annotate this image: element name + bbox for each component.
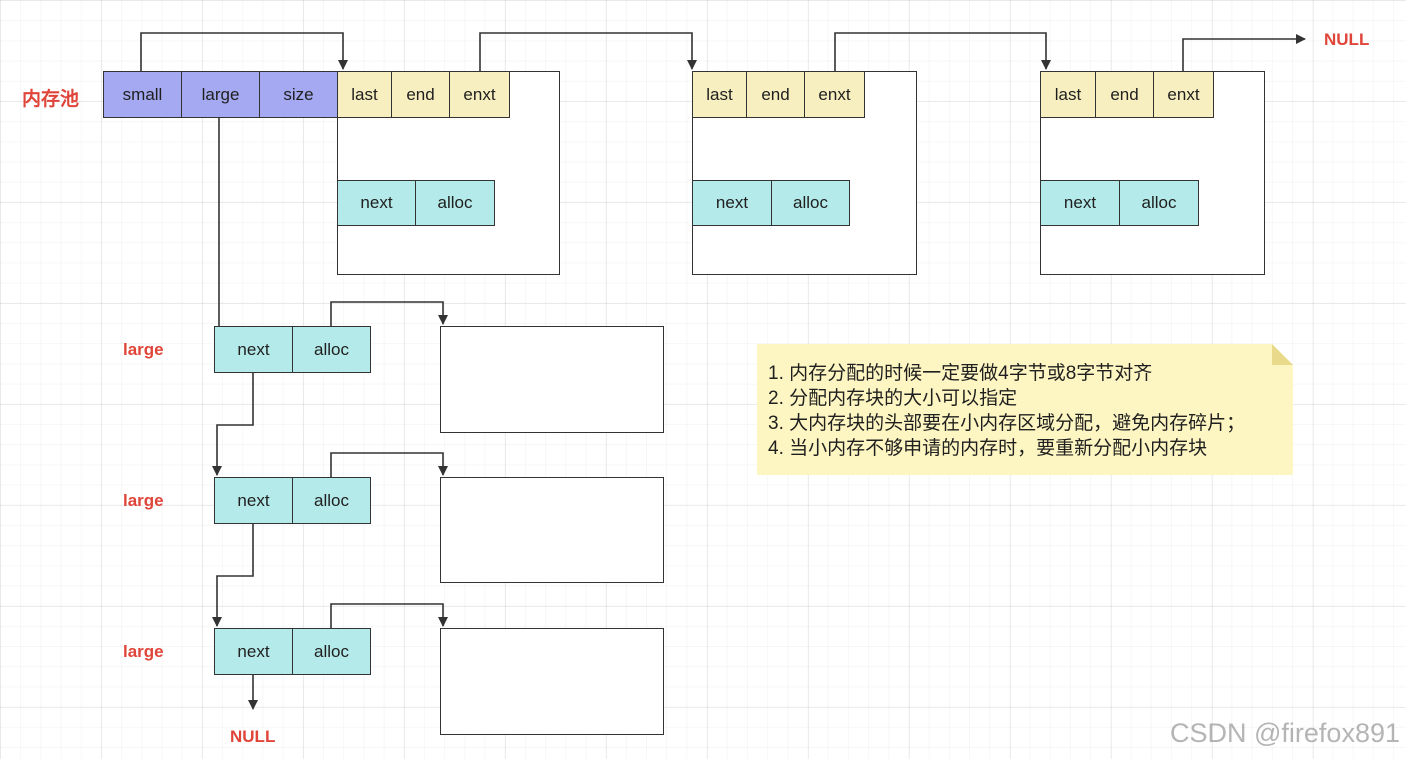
note-line-2: 2. 分配内存块的大小可以指定	[768, 388, 1018, 409]
small-block-3-end: end	[1095, 71, 1154, 118]
large-1-memory	[440, 326, 664, 433]
large3-alloc-arrow	[330, 603, 448, 628]
large1-alloc-arrow	[330, 301, 448, 326]
watermark: CSDN @firefox891	[1170, 718, 1400, 748]
pool-small-field: small	[103, 71, 182, 118]
small-block-3-data-alloc: alloc	[1119, 180, 1199, 226]
small-block-1-end: end	[391, 71, 450, 118]
null-label-bottom: NULL	[230, 727, 276, 746]
large-2-alloc: alloc	[292, 477, 371, 524]
large-label-1: large	[123, 340, 164, 359]
small-block-1-data-alloc: alloc	[415, 180, 495, 226]
pool-large-field: large	[181, 71, 260, 118]
small-block-2-end: end	[746, 71, 805, 118]
small-block-3-last: last	[1040, 71, 1096, 118]
small-block-1-data-next: next	[337, 180, 416, 226]
large-1-alloc: alloc	[292, 326, 371, 373]
large-3-next: next	[214, 628, 293, 675]
large1-next-arrow	[212, 372, 254, 476]
large2-next-arrow	[212, 523, 254, 627]
note-line-4: 4. 当小内存不够申请的内存时，要重新分配小内存块	[768, 438, 1208, 459]
small-block-2-data-next: next	[692, 180, 772, 226]
large2-alloc-arrow	[330, 452, 448, 477]
small-block-3-next-field: enxt	[1153, 71, 1214, 118]
sticky-note	[757, 344, 1293, 475]
large-1-next: next	[214, 326, 293, 373]
large-label-3: large	[123, 642, 164, 661]
large-3-alloc: alloc	[292, 628, 371, 675]
note-line-3: 3. 大内存块的头部要在小内存区域分配，避免内存碎片；	[768, 413, 1246, 434]
large-2-memory	[440, 477, 664, 583]
pool-label: 内存池	[22, 89, 80, 110]
block3-null-arrow	[1182, 34, 1306, 71]
small-block-2-next-field: enxt	[804, 71, 865, 118]
small-link-arrow	[140, 32, 348, 71]
block2-next-arrow	[834, 32, 1051, 71]
large-2-next: next	[214, 477, 293, 524]
small-block-2-last: last	[692, 71, 747, 118]
note-line-1: 1. 内存分配的时候一定要做4字节或8字节对齐	[768, 363, 1153, 384]
small-block-2-data-alloc: alloc	[771, 180, 850, 226]
small-block-3-data-next: next	[1040, 180, 1120, 226]
null-label-top: NULL	[1324, 30, 1370, 49]
small-block-1-next-field: enxt	[449, 71, 510, 118]
pool-size-field: size	[259, 71, 338, 118]
small-block-1-last: last	[337, 71, 392, 118]
large-3-memory	[440, 628, 664, 735]
note-lines: 1. 内存分配的时候一定要做4字节或8字节对齐 2. 分配内存块的大小可以指定 …	[768, 361, 1245, 461]
large-label-2: large	[123, 491, 164, 510]
block1-next-arrow	[479, 32, 697, 71]
